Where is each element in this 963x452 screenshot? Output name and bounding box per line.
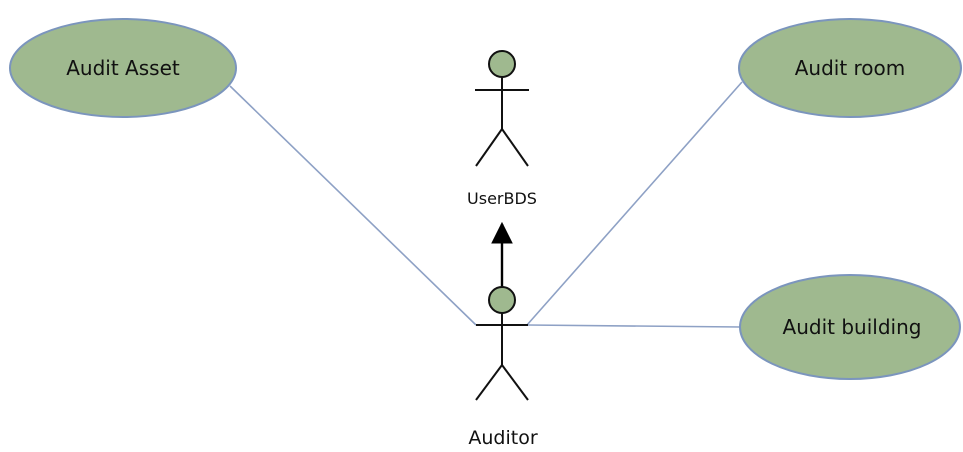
stick-figure-icon bbox=[475, 50, 529, 167]
use-case-audit-room[interactable]: Audit room bbox=[738, 18, 962, 118]
use-case-ellipse bbox=[9, 18, 237, 118]
actor-auditor[interactable]: Auditor bbox=[468, 286, 538, 449]
stick-figure-icon bbox=[475, 286, 529, 401]
use-case-ellipse bbox=[738, 18, 962, 118]
actor-label: Auditor bbox=[468, 427, 537, 449]
use-case-audit-asset[interactable]: Audit Asset bbox=[9, 18, 237, 118]
use-case-label: Audit Asset bbox=[66, 56, 180, 80]
use-case-audit-building[interactable]: Audit building bbox=[739, 274, 961, 380]
actor-userbds[interactable]: UserBDS bbox=[467, 50, 537, 208]
use-case-label: Audit building bbox=[783, 315, 922, 339]
use-case-label: Audit room bbox=[795, 56, 906, 80]
use-case-ellipse bbox=[739, 274, 961, 380]
actor-label: UserBDS bbox=[467, 189, 537, 208]
association-line-audit-building bbox=[526, 324, 742, 328]
association-line-audit-asset bbox=[229, 85, 477, 326]
association-line-audit-room bbox=[526, 81, 743, 326]
